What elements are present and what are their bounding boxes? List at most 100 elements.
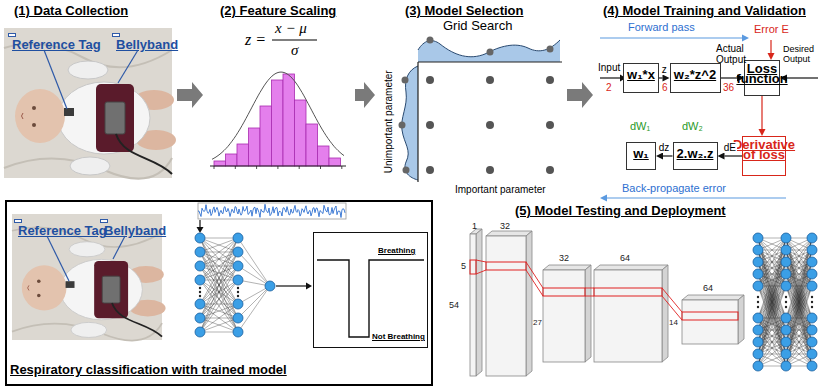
ellipsis-dot	[811, 306, 813, 308]
plot-label: Breathing	[378, 246, 415, 256]
net-link	[200, 332, 238, 333]
net-link	[200, 238, 238, 304]
ellipsis-dot	[785, 306, 787, 308]
tag-text: Reference Tag	[12, 37, 101, 53]
conv-window	[594, 288, 662, 296]
flow-label: Back-propagate error	[622, 182, 726, 195]
conv-window	[470, 260, 738, 320]
arrowhead	[656, 153, 663, 160]
tag-text: Bellyband	[104, 223, 166, 239]
signal-label: Actual Output	[716, 43, 750, 65]
flow-line	[600, 37, 742, 38]
fraction-bar	[272, 39, 317, 40]
slab-side	[585, 265, 591, 362]
neural-network	[195, 233, 275, 337]
grid-points	[399, 37, 555, 175]
stage-panel: (5) Model Testing and Deployment	[440, 200, 822, 388]
process-box: w₁	[626, 142, 656, 170]
grid-point	[486, 166, 494, 174]
neuron	[195, 313, 205, 323]
plot-ground	[313, 232, 428, 348]
signal-label: Desired Output	[783, 45, 819, 65]
tag-text: Bellyband	[116, 37, 178, 53]
net-link	[200, 238, 238, 332]
panel-heading: (1) Data Collection	[14, 3, 128, 19]
conv-link	[662, 296, 682, 320]
neuron	[195, 275, 205, 285]
grid-point	[546, 76, 554, 84]
conv-window	[470, 260, 476, 274]
gradient-label: dW₂	[682, 120, 703, 133]
neuron	[781, 245, 791, 255]
gradient-label: dW₁	[630, 120, 650, 133]
dimension-label: 32	[500, 221, 510, 231]
net-link	[758, 238, 786, 366]
slab-top	[486, 231, 532, 236]
dimension-label: 5	[461, 261, 466, 271]
net-link	[758, 262, 786, 366]
net-link	[786, 238, 812, 354]
flow-arrow-shape	[567, 82, 593, 108]
panel-heading: (4) Model Training and Validation	[603, 3, 806, 19]
box-text: w₂*z^2	[674, 67, 716, 83]
net-link	[200, 318, 238, 332]
neuron	[233, 247, 243, 257]
dimension-label: 54	[449, 300, 459, 310]
dimension-label: 64	[703, 283, 713, 293]
flow-line	[276, 285, 306, 286]
histogram-bar	[295, 100, 307, 166]
neuron	[807, 313, 817, 323]
neuron	[807, 257, 817, 267]
axis-tick	[320, 166, 321, 169]
arrowhead	[306, 283, 312, 290]
net-link	[758, 238, 786, 354]
process-box: w₂*z^2	[670, 63, 721, 93]
flow-arrow-shape	[177, 82, 203, 108]
neuron	[195, 327, 205, 337]
slab-top	[543, 265, 591, 270]
connector-line	[761, 96, 762, 129]
error-label: Error E	[754, 23, 789, 36]
neuron	[753, 269, 763, 279]
net-link	[786, 330, 812, 366]
neuron	[233, 233, 243, 243]
neuron	[781, 281, 791, 291]
formula-text: x − μ	[275, 20, 307, 37]
conv-link	[585, 288, 594, 289]
formula-text: σ	[291, 42, 298, 59]
ellipsis-dot	[785, 296, 787, 298]
value-label: 2	[606, 82, 612, 94]
neuron	[233, 327, 243, 337]
conv-window	[682, 312, 738, 320]
neuron	[781, 325, 791, 335]
grid-point	[546, 121, 554, 129]
ellipsis-dot	[785, 301, 787, 303]
neuron	[807, 281, 817, 291]
grid-point	[486, 121, 494, 129]
neuron	[781, 361, 791, 371]
ellipsis-dot	[237, 287, 239, 289]
conv-link	[476, 260, 486, 262]
neuron	[807, 269, 817, 279]
dimension-label: 64	[620, 253, 630, 263]
net-link	[200, 252, 238, 332]
histogram-bar	[249, 128, 261, 166]
sample-point	[547, 46, 554, 53]
neuron	[781, 269, 791, 279]
value-label: 6	[662, 82, 668, 94]
neuron	[233, 299, 243, 309]
neuron	[753, 245, 763, 255]
histogram-bar	[214, 161, 226, 166]
net-link	[786, 250, 812, 366]
arrowhead	[600, 195, 607, 202]
neuron	[753, 313, 763, 323]
neuron	[753, 337, 763, 347]
histogram-bar	[226, 154, 238, 166]
connector	[659, 75, 670, 82]
net-link	[200, 266, 238, 332]
neuron	[807, 245, 817, 255]
box-text: 2.w₂.z	[677, 146, 714, 162]
neuron	[195, 247, 205, 257]
net-link	[786, 250, 812, 366]
connector-line	[663, 155, 673, 156]
